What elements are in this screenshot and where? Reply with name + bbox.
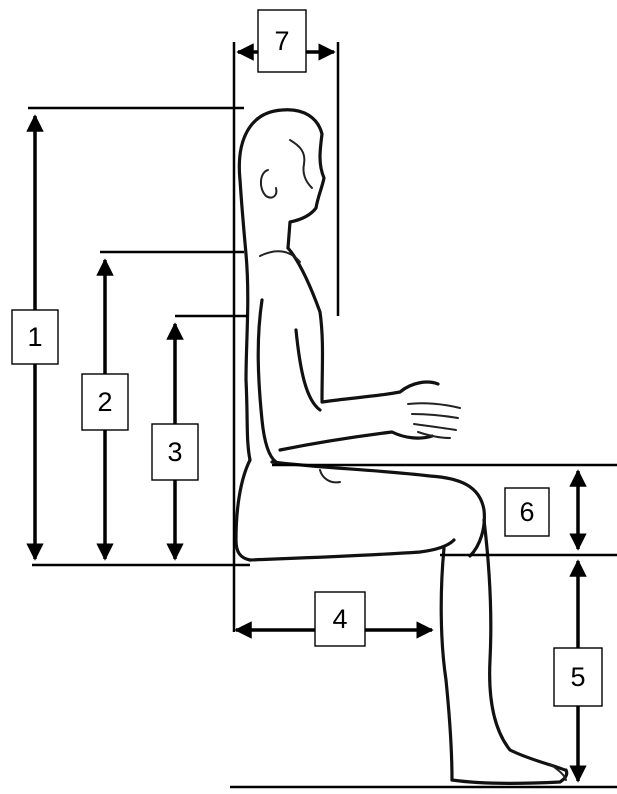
label-7-text: 7 [274,26,289,56]
label-4-text: 4 [332,604,347,634]
seated-person-figure [234,108,569,785]
reference-lines [28,42,617,789]
label-4: 4 [314,591,366,647]
label-3: 3 [151,423,199,481]
label-6-text: 6 [519,497,534,527]
label-5: 5 [553,647,603,707]
label-3-text: 3 [167,437,182,467]
label-1: 1 [11,309,59,365]
label-2-text: 2 [97,387,112,417]
label-5-text: 5 [570,662,585,692]
label-2: 2 [81,373,129,431]
label-7: 7 [257,9,307,73]
label-1-text: 1 [27,322,42,352]
label-6: 6 [504,487,550,537]
